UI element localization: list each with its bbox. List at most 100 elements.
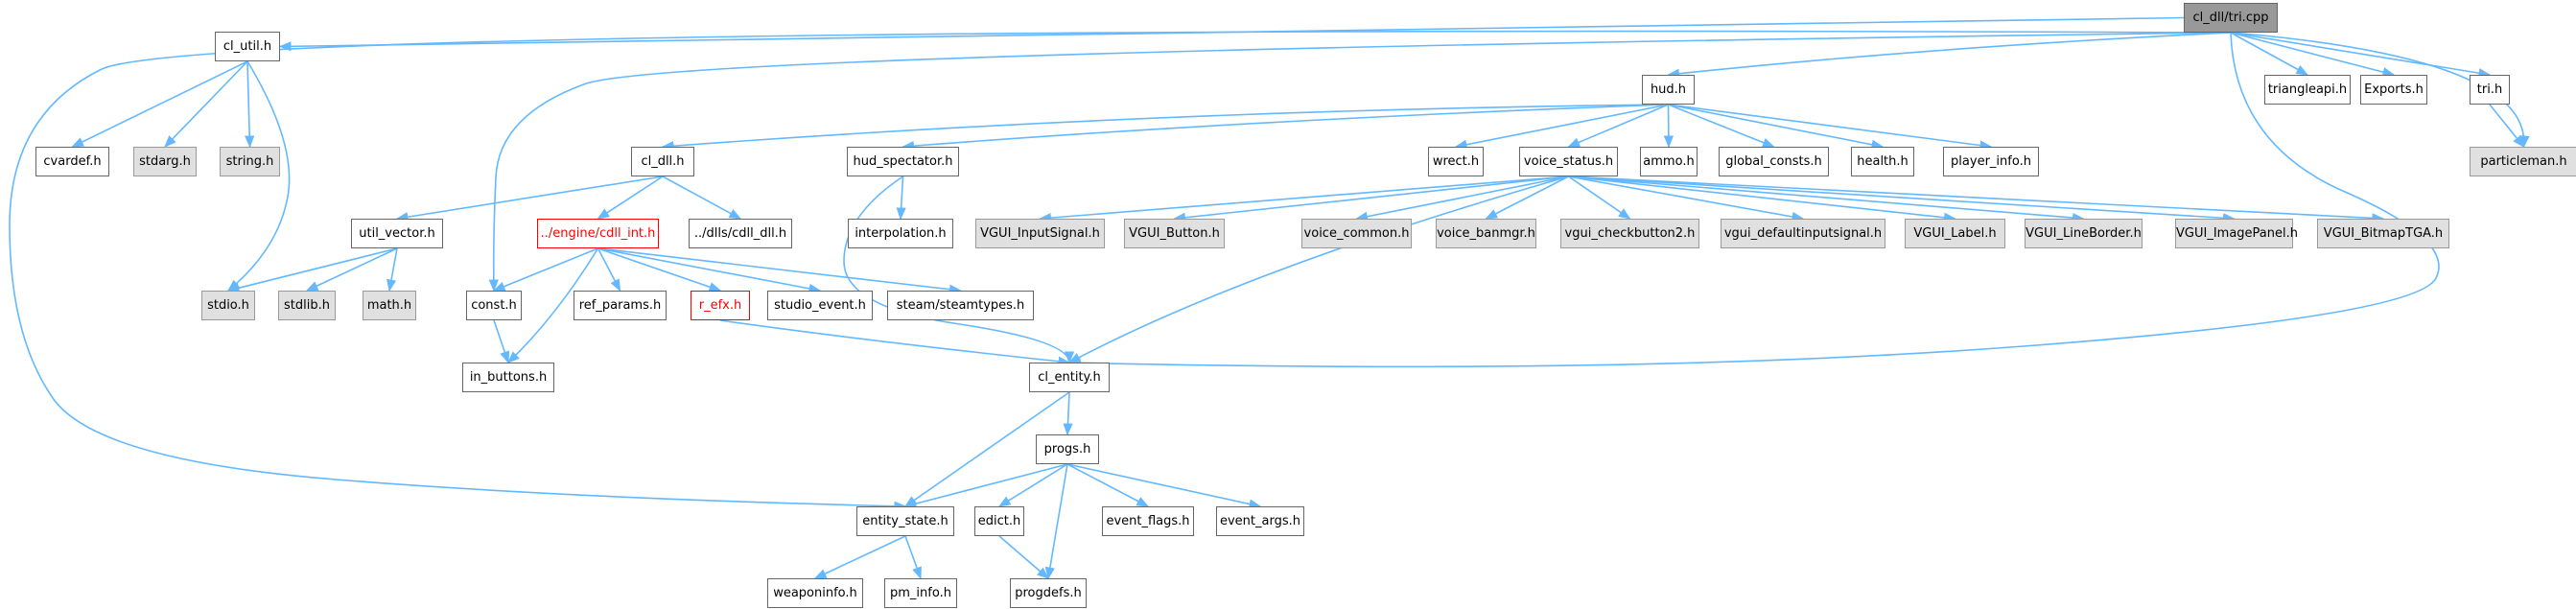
node-steam-steamtypes-h[interactable]: steam/steamtypes.h [887, 291, 1034, 320]
edge-entity_state_h-to-weaponinfo_h [813, 535, 906, 579]
node-tri-h[interactable]: tri.h [2470, 75, 2510, 105]
edge-util_vector_h-to-stdlib_h [305, 247, 398, 292]
node-vgui-label-h: VGUI_Label.h [1905, 219, 2005, 248]
node-vgui-inputsignal-h: VGUI_InputSignal.h [975, 219, 1105, 248]
edge-voice_status_h-to-vgui_defaultinputsignal_h [1568, 176, 1805, 222]
edge-cl_util_h-to-stdarg_h [164, 60, 248, 148]
edge-cl_dll_h-to-util_vector_h [395, 176, 664, 223]
edge-cl_dll_tri_cpp-to-hud_h [1667, 32, 2232, 79]
edge-hud_h-to-global_consts_h [1668, 104, 1775, 148]
edge-voice_status_h-to-voice_banmgr_h [1485, 176, 1569, 220]
edge-hud_spectator_h-to-interpolation_h [896, 176, 906, 221]
edge-engine_cdll_int_h-to-in_buttons_h [507, 247, 599, 363]
node-vgui-defaultinputsignal-h: vgui_defaultinputsignal.h [1721, 219, 1885, 248]
edge-cl_dll_tri_cpp-to-exports_h [2230, 32, 2396, 78]
edge-cl_dll_tri_cpp-to-cl_entity_h [1067, 32, 2440, 368]
node-event-args-h[interactable]: event_args.h [1216, 506, 1304, 536]
edge-engine_cdll_int_h-to-steam_steamtypes_h [597, 247, 962, 294]
node-stdarg-h: stdarg.h [133, 147, 197, 176]
edge-cl_dll_h-to-engine_cdll_int_h [597, 176, 664, 220]
edge-voice_status_h-to-voice_common_h [1355, 176, 1569, 222]
edge-cl_dll_tri_cpp-to-entity_state_h [9, 30, 2232, 511]
edge-hud_h-to-health_h [1668, 104, 1885, 150]
edge-cl_util_h-to-stdio_h [227, 60, 291, 292]
edge-edict_h-to-progdefs_h [998, 535, 1049, 579]
edge-r_efx_h-to-cl_entity_h [719, 319, 1071, 366]
edge-progs_h-to-entity_state_h [903, 463, 1068, 509]
node-event-flags-h[interactable]: event_flags.h [1102, 506, 1194, 536]
edge-voice_status_h-to-vgui_lineborder_h [1568, 176, 2085, 223]
edge-engine_cdll_int_h-to-studio_event_h [597, 247, 822, 293]
node-const-h[interactable]: const.h [466, 291, 522, 320]
edge-cl_dll_tri_cpp-to-cl_util_h [278, 16, 2185, 52]
edge-cl_dll_tri_cpp-to-tri_h [2230, 32, 2492, 79]
node-vgui-bitmaptga-h: VGUI_BitmapTGA.h [2317, 219, 2449, 248]
edge-hud_h-to-hud_spectator_h [902, 104, 1669, 152]
edge-const_h-to-in_buttons_h [493, 319, 510, 364]
edge-hud_h-to-cl_dll_h [661, 104, 1669, 152]
node-progs-h[interactable]: progs.h [1036, 434, 1099, 464]
edge-cl_dll_tri_cpp-to-const_h [488, 32, 2232, 293]
node-r-efx-h[interactable]: r_efx.h [691, 291, 750, 320]
edge-hud_h-to-player_info_h [1668, 104, 1993, 151]
node-ref-params-h[interactable]: ref_params.h [574, 291, 667, 320]
edge-cl_util_h-to-string_h [245, 60, 255, 149]
edge-cl_util_h-to-cvardef_h [71, 60, 248, 148]
edge-engine_cdll_int_h-to-r_efx_h [597, 247, 722, 293]
node-wrect-h[interactable]: wrect.h [1428, 147, 1484, 176]
edge-voice_status_h-to-vgui_button_h [1173, 176, 1569, 223]
edge-voice_status_h-to-vgui_inputsignal_h [1039, 176, 1569, 223]
node-ammo-h[interactable]: ammo.h [1640, 147, 1698, 176]
node-cl-entity-h[interactable]: cl_entity.h [1029, 363, 1110, 392]
node-hud-h[interactable]: hud.h [1642, 75, 1695, 105]
node-cvardef-h[interactable]: cvardef.h [35, 147, 109, 176]
node-voice-banmgr-h: voice_banmgr.h [1436, 219, 1536, 248]
node-cl-dll-h[interactable]: cl_dll.h [631, 147, 694, 176]
node-interpolation-h[interactable]: interpolation.h [848, 219, 953, 248]
node-vgui-imagepanel-h: VGUI_ImagePanel.h [2175, 219, 2298, 248]
edge-voice_status_h-to-vgui_label_h [1568, 176, 1956, 223]
node-util-vector-h[interactable]: util_vector.h [351, 219, 443, 248]
edge-progs_h-to-progdefs_h [1044, 463, 1068, 580]
node-vgui-button-h: VGUI_Button.h [1124, 219, 1225, 248]
node-vgui-checkbutton2-h: vgui_checkbutton2.h [1560, 219, 1699, 248]
node-voice-status-h[interactable]: voice_status.h [1519, 147, 1618, 176]
node-global-consts-h[interactable]: global_consts.h [1719, 147, 1829, 176]
node-in-buttons-h[interactable]: in_buttons.h [462, 363, 554, 392]
node-pm-info-h[interactable]: pm_info.h [884, 578, 957, 608]
node-health-h[interactable]: health.h [1851, 147, 1914, 176]
node-cl-util-h[interactable]: cl_util.h [215, 32, 280, 61]
node-exports-h[interactable]: Exports.h [2360, 75, 2427, 105]
node-stdio-h: stdio.h [201, 291, 255, 320]
edge-voice_status_h-to-vgui_bitmaptga_h [1568, 176, 2385, 223]
edge-engine_cdll_int_h-to-const_h [492, 247, 598, 292]
edge-cl_dll_tri_cpp-to-particleman_h [2230, 32, 2530, 149]
edge-hud_h-to-ammo_h [1663, 104, 1674, 149]
edge-cl_dll_h-to-dlls_cdll_dll_h [662, 176, 742, 220]
edge-voice_status_h-to-vgui_imagepanel_h [1568, 176, 2236, 223]
node-triangleapi-h[interactable]: triangleapi.h [2264, 75, 2351, 105]
node-engine-cdll-int-h[interactable]: ../engine/cdll_int.h [537, 219, 659, 248]
node-voice-common-h: voice_common.h [1301, 219, 1412, 248]
edge-progs_h-to-event_args_h [1066, 463, 1262, 509]
node-string-h: string.h [220, 147, 280, 176]
node-weaponinfo-h[interactable]: weaponinfo.h [767, 578, 863, 608]
node-hud-spectator-h[interactable]: hud_spectator.h [847, 147, 959, 176]
edge-progs_h-to-edict_h [997, 463, 1068, 507]
node-studio-event-h[interactable]: studio_event.h [767, 291, 873, 320]
edge-util_vector_h-to-math_h [386, 247, 398, 293]
node-edict-h[interactable]: edict.h [974, 506, 1024, 536]
node-progdefs-h[interactable]: progdefs.h [1010, 578, 1087, 608]
node-stdlib-h: stdlib.h [278, 291, 336, 320]
edge-hud_h-to-voice_status_h [1567, 104, 1669, 148]
node-cl-dll-tri-cpp[interactable]: cl_dll/tri.cpp [2184, 3, 2278, 33]
node-entity-state-h[interactable]: entity_state.h [856, 506, 954, 536]
node-player-info-h[interactable]: player_info.h [1943, 147, 2039, 176]
edge-entity_state_h-to-pm_info_h [904, 535, 922, 580]
node-dlls-cdll-dll-h[interactable]: ../dlls/cdll_dll.h [689, 219, 792, 248]
edge-cl_entity_h-to-entity_state_h [903, 391, 1070, 507]
edge-cl_entity_h-to-progs_h [1063, 391, 1073, 436]
edge-hud_h-to-wrect_h [1454, 104, 1669, 150]
edge-util_vector_h-to-stdio_h [226, 247, 398, 293]
